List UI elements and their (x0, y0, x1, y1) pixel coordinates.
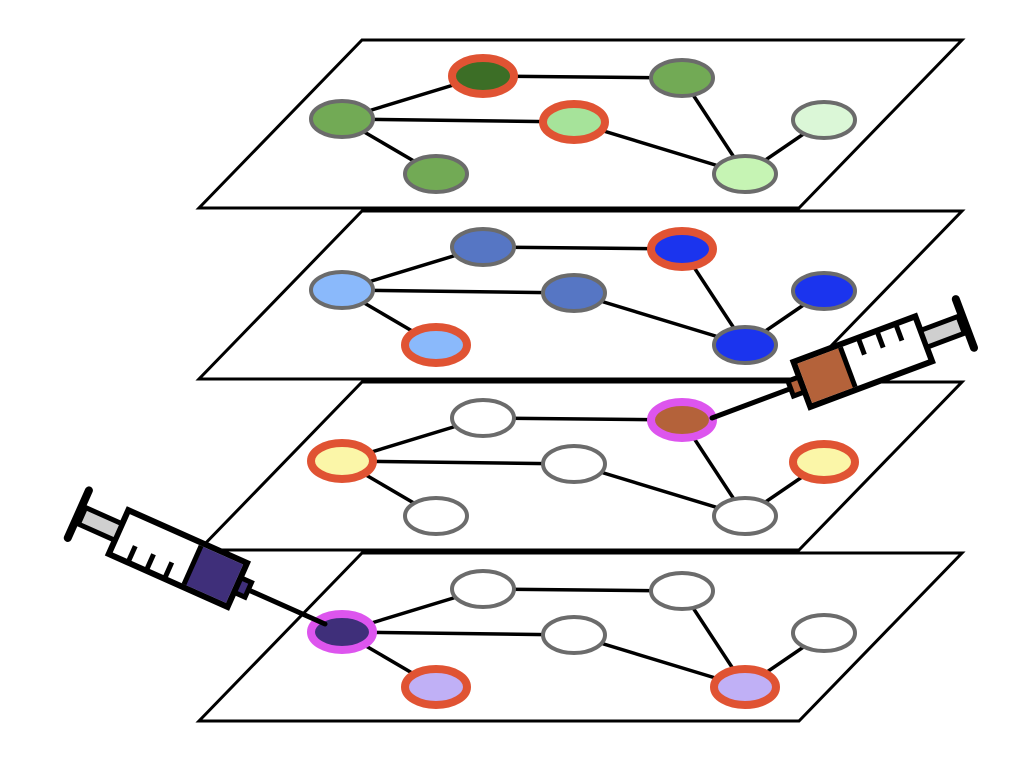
syringe-mark (125, 545, 138, 564)
syringe-plunger-cap (951, 295, 979, 352)
layer-1-top (195, 38, 966, 210)
edge-a-d (340, 117, 576, 124)
syringe-mark (874, 329, 886, 349)
syringe-mark (855, 336, 867, 356)
node-a (309, 270, 375, 310)
syringe-mark (143, 553, 156, 572)
syringe-plunger-rod (917, 313, 968, 351)
node-d (541, 615, 607, 655)
node-c (649, 58, 715, 98)
node-a (309, 99, 375, 139)
syringe-fluid (797, 347, 856, 403)
node-e (403, 496, 469, 536)
network-layers (195, 38, 966, 723)
edge-a-d (340, 288, 576, 295)
syringe-fluid (183, 545, 244, 603)
layer-3 (195, 380, 966, 552)
node-b (450, 398, 516, 438)
node-f (710, 665, 780, 709)
node-a (307, 439, 377, 483)
node-b (448, 54, 518, 98)
node-c (647, 398, 717, 442)
node-c (647, 227, 717, 271)
syringe-mark (162, 561, 175, 580)
layer-4-bottom (195, 551, 966, 723)
layer-2 (195, 209, 966, 381)
node-b (450, 569, 516, 609)
node-g (789, 440, 859, 484)
syringe-plunger-cap (63, 486, 93, 542)
node-e (401, 323, 471, 367)
syringe-left-icon (63, 486, 328, 627)
node-g (791, 271, 857, 311)
edge-b-c (481, 587, 684, 593)
syringes (63, 295, 979, 627)
node-f (712, 496, 778, 536)
syringe-mark (893, 322, 905, 342)
edge-a-d (340, 459, 576, 466)
node-b (450, 227, 516, 267)
node-d (541, 444, 607, 484)
node-f (712, 154, 778, 194)
edge-a-d (340, 630, 576, 637)
node-d (541, 273, 607, 313)
node-g (791, 100, 857, 140)
node-c (649, 571, 715, 611)
syringe-plunger-rod (75, 504, 126, 544)
syringe-fluid-edge (181, 544, 204, 586)
syringe-needle (709, 384, 797, 421)
node-e (401, 665, 471, 709)
syringe-right-icon (709, 295, 979, 421)
node-g (791, 613, 857, 653)
syringe-needle (242, 585, 328, 627)
node-e (403, 154, 469, 194)
node-d (539, 100, 609, 144)
node-f (712, 325, 778, 365)
syringe-fluid-edge (838, 346, 858, 388)
